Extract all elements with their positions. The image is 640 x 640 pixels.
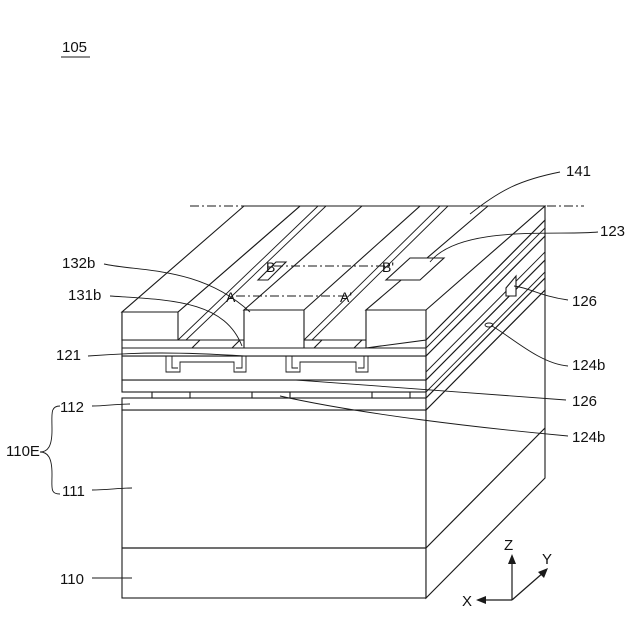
- brace-110E: [40, 406, 60, 494]
- mark-B: B: [266, 259, 275, 275]
- label-131b: 131b: [68, 287, 101, 304]
- gate-stub-1: [192, 340, 240, 348]
- axis-x-arrow: [476, 596, 486, 604]
- ridge-2-front: [244, 310, 304, 348]
- label-123: 123: [600, 223, 625, 240]
- axis-z-label: Z: [504, 537, 513, 554]
- mark-A-prime: A': [340, 289, 352, 305]
- figure-number: 105: [62, 39, 87, 56]
- pad-124b-1: [152, 392, 190, 398]
- label-126-lower: 126: [572, 393, 597, 410]
- axis-y-line: [512, 572, 544, 600]
- label-121: 121: [56, 347, 81, 364]
- label-124b-upper: 124b: [572, 357, 605, 374]
- mark-B-prime: B': [382, 259, 394, 275]
- label-110E: 110E: [6, 443, 40, 460]
- layer-121-front: [122, 356, 426, 380]
- label-111: 111: [62, 483, 85, 500]
- gate-stub-2: [314, 340, 362, 348]
- axis-y-label: Y: [542, 551, 552, 568]
- label-132b: 132b: [62, 255, 95, 272]
- label-126-upper: 126: [572, 293, 597, 310]
- pad-124b-3: [372, 392, 410, 398]
- label-112: 112: [60, 399, 84, 416]
- axis-x-label: X: [462, 593, 472, 610]
- label-141: 141: [566, 163, 591, 180]
- ridge-1-front: [122, 312, 178, 340]
- substrate-front-face: [122, 410, 426, 598]
- label-124b-lower: 124b: [572, 429, 605, 446]
- label-110: 110: [60, 571, 84, 588]
- layer-112-front: [122, 398, 426, 410]
- axis-z-arrow: [508, 554, 516, 564]
